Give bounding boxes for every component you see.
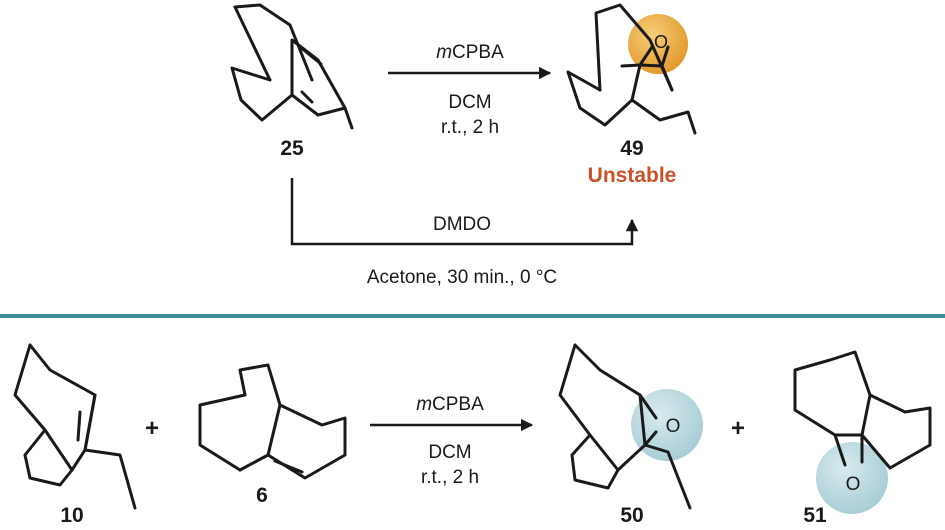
epoxide-highlight-51 bbox=[816, 442, 888, 514]
molecule-50-structure bbox=[558, 343, 692, 510]
arrow2-conditions: Acetone, 30 min., 0 °C bbox=[367, 267, 557, 288]
reaction-arrow-dmdo bbox=[290, 178, 639, 246]
arrow3-reagent-name: CPBA bbox=[432, 394, 484, 415]
arrow1-solvent: DCM bbox=[448, 92, 491, 113]
molecule-51-structure bbox=[793, 350, 932, 470]
molecule-51-label: 51 bbox=[803, 504, 827, 527]
arrow1-conditions: r.t., 2 h bbox=[441, 117, 499, 138]
molecule-6-structure bbox=[198, 363, 347, 480]
epoxide-oxygen-49: O bbox=[654, 32, 668, 52]
molecule-49-label: 49 bbox=[620, 137, 643, 160]
arrow1-reagent: mCPBA bbox=[436, 42, 504, 63]
molecule-6-label: 6 bbox=[256, 484, 268, 507]
epoxide-oxygen-51: O bbox=[846, 474, 861, 495]
plus-sign-1: + bbox=[145, 415, 159, 442]
epoxide-oxygen-50: O bbox=[666, 416, 681, 437]
arrow3-conditions: r.t., 2 h bbox=[421, 467, 479, 488]
molecule-49-structure bbox=[566, 3, 697, 135]
plus-sign-2: + bbox=[731, 415, 745, 442]
arrow3-reagent-prefix: m bbox=[416, 394, 432, 415]
arrow3-reagent: mCPBA bbox=[416, 394, 484, 415]
molecule-25-label: 25 bbox=[280, 137, 304, 160]
molecule-25-structure bbox=[230, 3, 354, 130]
molecule-50-label: 50 bbox=[620, 504, 643, 527]
arrow1-reagent-name: CPBA bbox=[452, 42, 504, 63]
arrow1-reagent-prefix: m bbox=[436, 42, 452, 63]
arrow3-solvent: DCM bbox=[428, 442, 471, 463]
unstable-note: Unstable bbox=[588, 164, 677, 187]
molecule-10-structure bbox=[13, 343, 137, 510]
arrow2-reagent: DMDO bbox=[433, 214, 491, 235]
molecule-10-label: 10 bbox=[60, 504, 83, 527]
